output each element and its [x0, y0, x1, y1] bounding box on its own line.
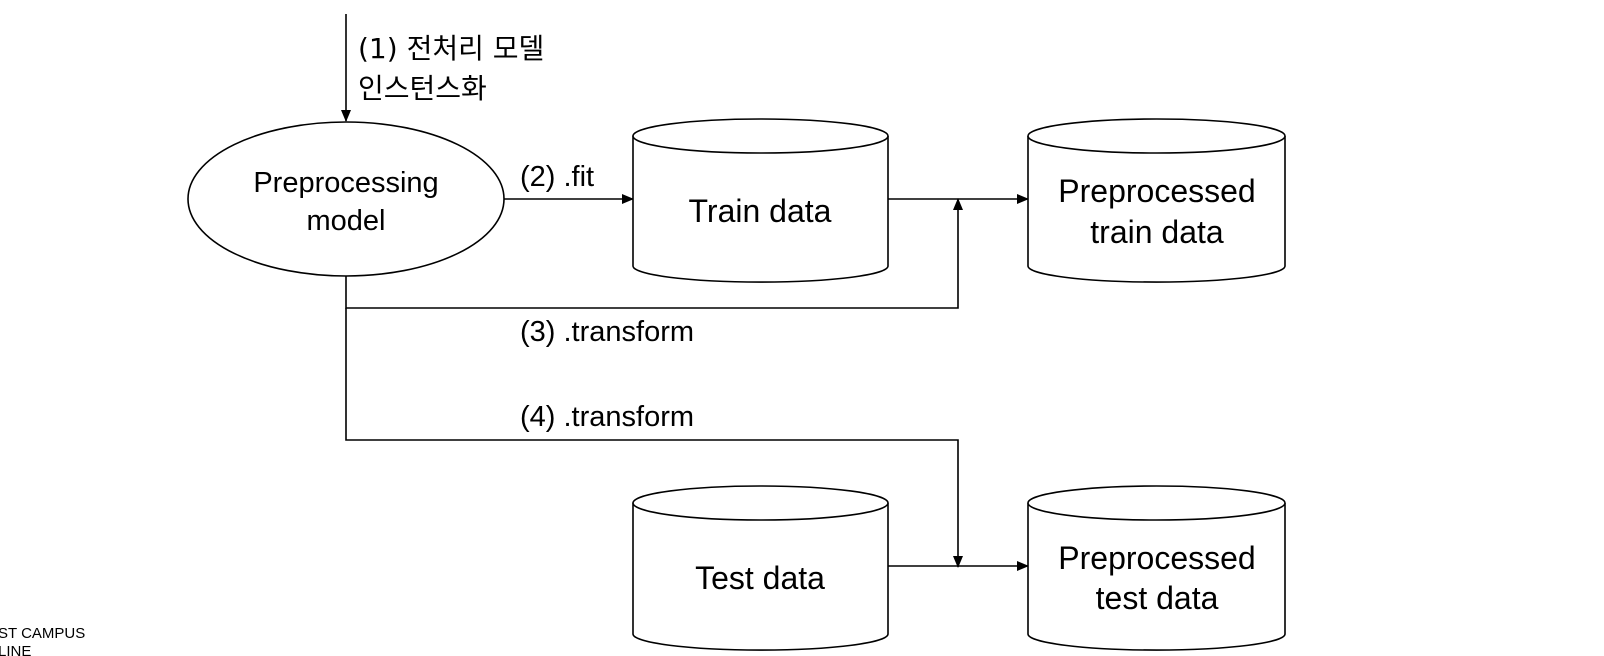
preprocessed-train-data-cylinder: Preprocessed train data — [1027, 118, 1286, 283]
step1-label-line1: (1) 전처리 모델 — [358, 32, 544, 65]
preprocessing-model-label-line2: model — [307, 205, 386, 237]
preprocessed-train-label-line2: train data — [1090, 214, 1224, 250]
step4-transform-path — [345, 308, 963, 568]
train-data-label: Train data — [689, 193, 832, 229]
preprocessing-model-label-line1: Preprocessing — [253, 167, 438, 199]
footer-text-line1: ST CAMPUS — [0, 625, 85, 642]
preprocessed-test-data-cylinder: Preprocessed test data — [1027, 485, 1286, 651]
step4-label: (4) .transform — [520, 401, 694, 433]
preprocessing-model-node: Preprocessing model — [187, 121, 505, 277]
footer-text-line2: LINE — [0, 643, 31, 656]
train-data-cylinder: Train data — [632, 118, 889, 283]
preprocessed-test-label-line1: Preprocessed — [1058, 540, 1255, 576]
step1-label-line2: 인스턴스화 — [358, 72, 487, 105]
step3-transform-path — [345, 198, 963, 309]
preprocessed-test-label-line2: test data — [1096, 580, 1219, 616]
step2-label: (2) .fit — [520, 161, 594, 193]
step3-label: (3) .transform — [520, 316, 694, 348]
preprocessed-train-label-line1: Preprocessed — [1058, 173, 1255, 209]
test-data-cylinder: Test data — [632, 485, 889, 651]
test-data-label: Test data — [695, 560, 825, 596]
